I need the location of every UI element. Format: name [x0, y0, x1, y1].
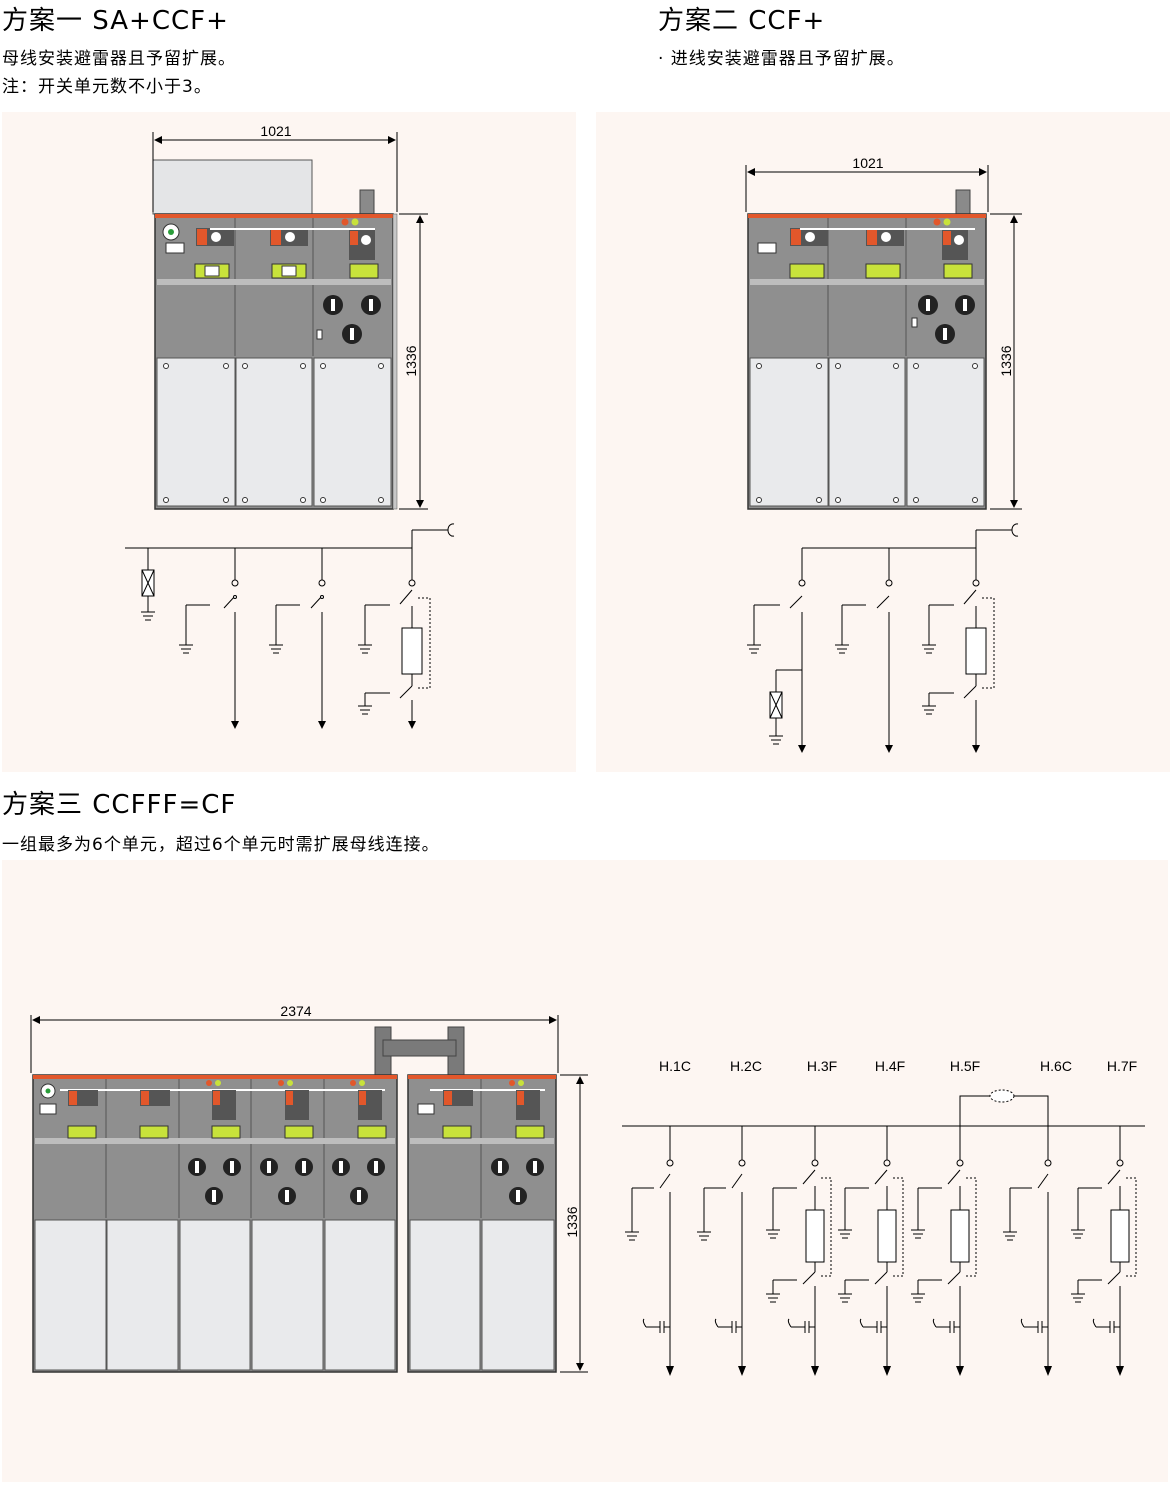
scheme3-line1: 一组最多为6个单元，超过6个单元时需扩展母线连接。 — [2, 835, 440, 855]
scheme2-title: 方案二 CCF+ — [658, 6, 826, 36]
scheme2-width-dim: 1021 — [852, 155, 883, 171]
scheme1-height-dim: 1336 — [403, 345, 419, 376]
unit-label-h3f: H.3F — [807, 1058, 837, 1074]
unit-label-h5f: H.5F — [950, 1058, 980, 1074]
unit-label-h4f: H.4F — [875, 1058, 905, 1074]
scheme1-drawing: 1021 1336 — [125, 123, 455, 729]
unit-label-h1c: H.1C — [659, 1058, 691, 1074]
scheme3-feeders — [625, 1126, 1137, 1376]
scheme1-line1: 母线安装避雷器且予留扩展。 — [2, 49, 236, 69]
scheme3-height-dim: 1336 — [564, 1206, 580, 1237]
scheme2-line1: · 进线安装避雷器且予留扩展。 — [658, 49, 905, 69]
scheme2-drawing: 1021 1336 — [745, 155, 1022, 753]
scheme2-height-dim: 1336 — [998, 345, 1014, 376]
scheme3-width-dim: 2374 — [280, 1003, 311, 1019]
unit-label-h2c: H.2C — [730, 1058, 762, 1074]
scheme3-title: 方案三 CCFFF=CF — [2, 790, 237, 820]
unit-label-h6c: H.6C — [1040, 1058, 1072, 1074]
scheme1-width-dim: 1021 — [260, 123, 291, 139]
unit-label-h7f: H.7F — [1107, 1058, 1137, 1074]
scheme3-drawing: 2374 1336 H.1C H.2C H.3F H.4F H.5F H.6C … — [30, 1003, 1145, 1376]
scheme1-title: 方案一 SA+CCF+ — [2, 6, 229, 36]
scheme1-line2: 注：开关单元数不小于3。 — [2, 77, 212, 97]
